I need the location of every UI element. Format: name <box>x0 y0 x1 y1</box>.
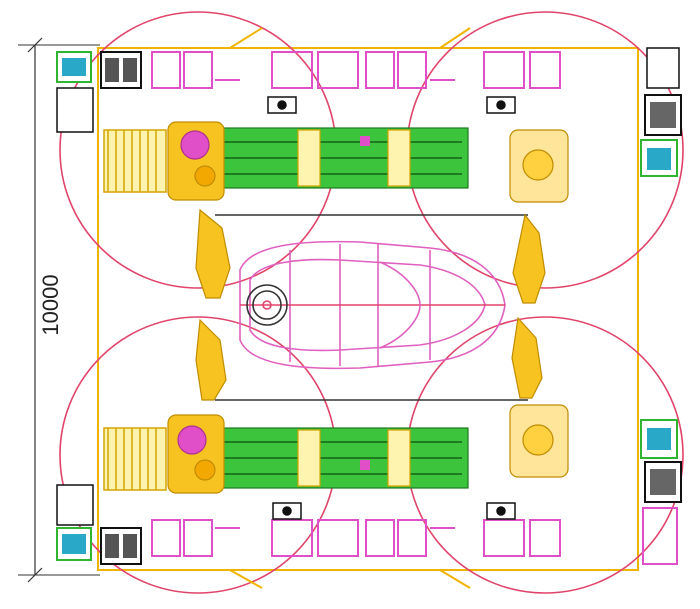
fixture-icon <box>483 51 525 89</box>
fixture-icon <box>151 51 181 89</box>
operator-station-icon <box>272 502 302 520</box>
fixture-row-bottom <box>151 519 561 557</box>
fixture-icon <box>529 51 561 89</box>
fixture-icon <box>183 519 213 557</box>
robot-icon <box>167 414 225 494</box>
operator-station-icon <box>267 96 297 114</box>
control-cabinet-icon <box>56 527 92 561</box>
control-cabinet-icon <box>644 461 682 503</box>
fixture-row-top <box>151 51 561 89</box>
fixture-icon <box>151 519 181 557</box>
control-cabinet-icon <box>56 51 92 83</box>
robot-icon <box>167 121 225 201</box>
safety-gates <box>229 27 471 589</box>
control-cabinet-icon <box>644 94 682 136</box>
operator-panel <box>56 484 94 526</box>
control-cabinet-icon <box>640 139 678 177</box>
operator-station-icon <box>486 502 516 520</box>
fixture-icon <box>483 519 525 557</box>
robot-arm <box>195 208 546 401</box>
operator-stations <box>267 96 516 520</box>
fixture-icon <box>365 519 395 557</box>
control-cabinet-icon <box>100 527 142 565</box>
operator-panel <box>56 87 94 133</box>
fixture-icon <box>317 51 359 89</box>
dimension-indicator: 10000 <box>18 37 100 583</box>
conveyor-icon <box>103 427 469 491</box>
fixture-icon <box>397 51 427 89</box>
robot-reach-circles <box>59 11 684 594</box>
control-cabinets <box>56 47 682 565</box>
fixture-icon <box>271 51 313 89</box>
fixture-icon <box>183 51 213 89</box>
conveyor-icon <box>103 127 469 193</box>
robot-icon <box>509 404 569 478</box>
cell-frame <box>97 47 639 571</box>
robot-icon <box>509 129 569 203</box>
control-cabinet-icon <box>640 419 678 459</box>
operator-panel <box>646 47 680 89</box>
fixture-icon <box>365 51 395 89</box>
operator-station-icon <box>486 96 516 114</box>
dimension-label: 10000 <box>38 274 63 335</box>
fixture-icon <box>529 519 561 557</box>
robots <box>167 121 569 494</box>
fixture-icon <box>397 519 427 557</box>
conveyor-bottom <box>103 427 469 491</box>
control-cabinet-icon <box>100 51 142 89</box>
fixture-icon <box>271 519 313 557</box>
robot-track-lines <box>215 214 528 401</box>
fixture-icon <box>642 507 678 565</box>
conveyor-top <box>103 127 469 193</box>
fixture-icon <box>317 519 359 557</box>
car-body-icon <box>239 240 506 370</box>
